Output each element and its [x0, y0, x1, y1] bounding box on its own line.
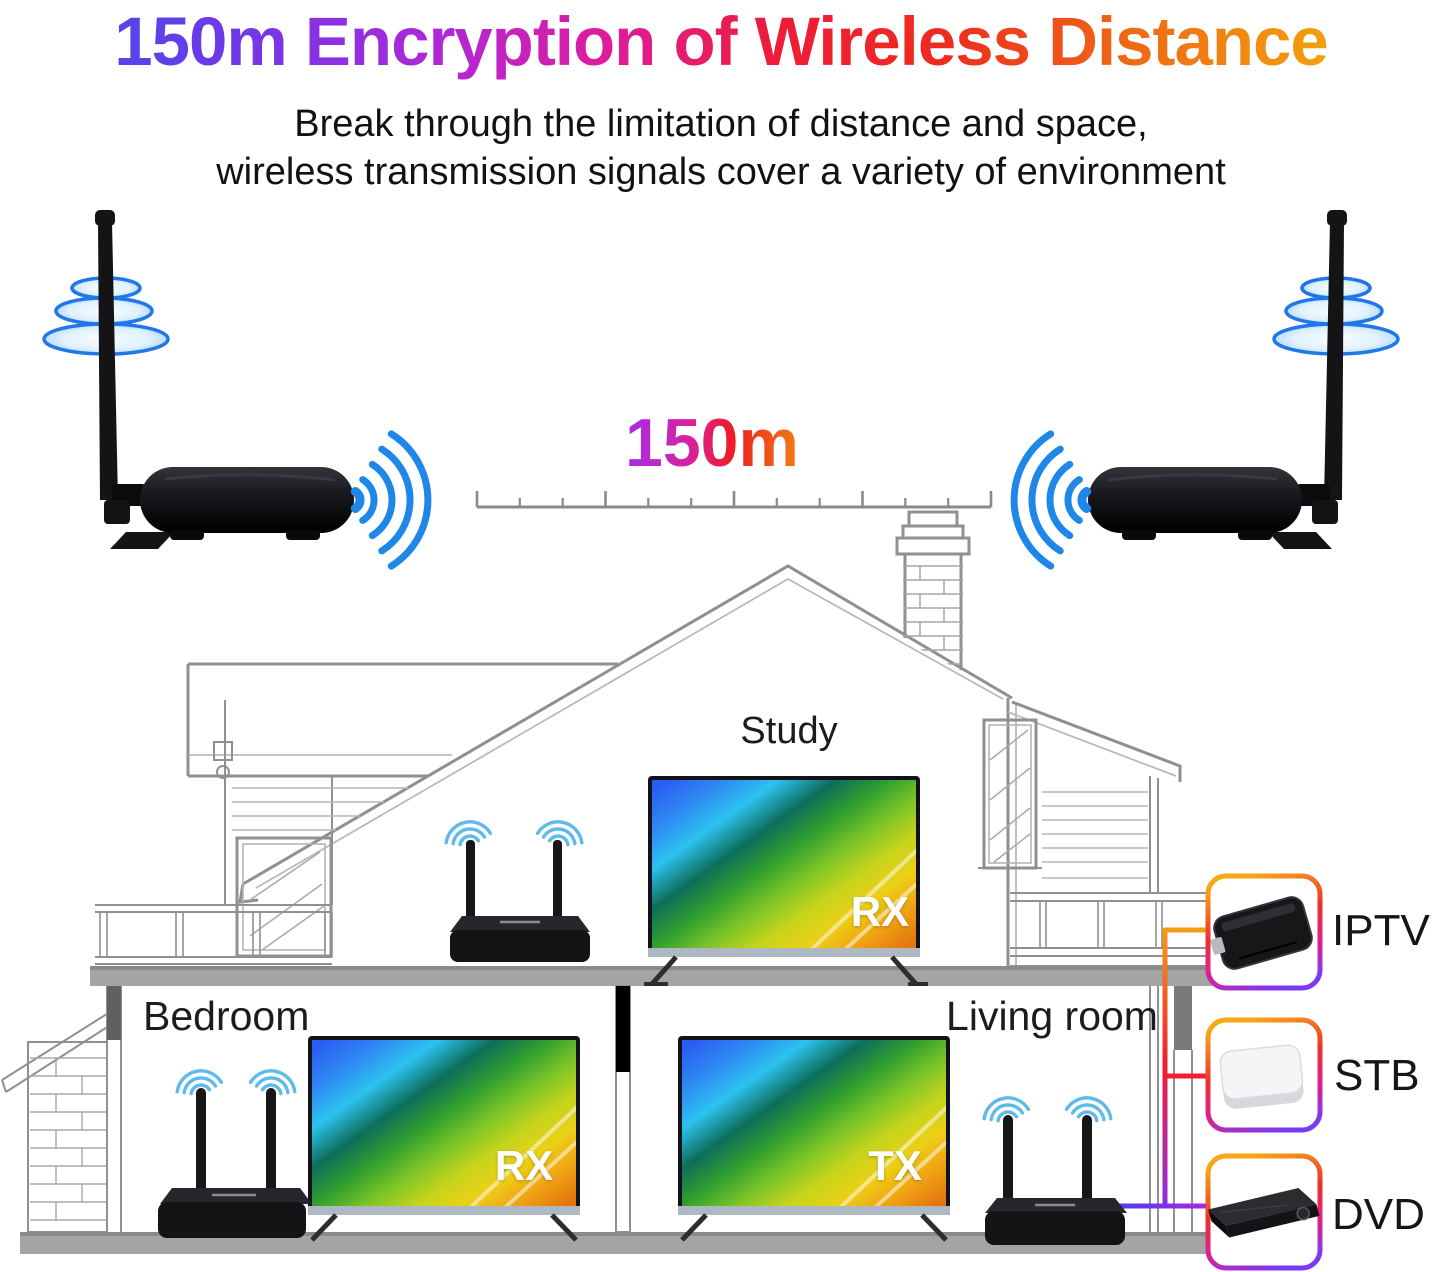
tv-badge-living-tx: TX: [868, 1142, 922, 1189]
distance-ruler: [475, 491, 993, 509]
receiver-unit: [1088, 210, 1400, 549]
source-wires: [1111, 927, 1211, 1209]
wire-iptv: [1162, 927, 1211, 1209]
floors: [20, 966, 1308, 1254]
router-bedroom: [158, 1065, 312, 1238]
subtitle: Break through the limitation of distance…: [216, 100, 1226, 196]
router-study: [441, 816, 590, 962]
transmitter-unit: [42, 210, 354, 549]
router-living: [979, 1092, 1127, 1245]
source-boxes: [1205, 873, 1323, 1271]
tv-badge-bedroom-rx: RX: [494, 1142, 554, 1189]
stb-device-icon: [1219, 1044, 1304, 1109]
room-label-bedroom: Bedroom: [143, 993, 310, 1039]
tv-study: [644, 776, 928, 986]
annex: [978, 700, 1182, 893]
dvd-device-icon: [1208, 1187, 1320, 1238]
subtitle-line-2: wireless transmission signals cover a va…: [216, 151, 1226, 193]
page-title: 150m Encryption of Wireless Distance: [114, 3, 1328, 80]
tv-bedroom: [308, 1036, 580, 1242]
subtitle-line-1: Break through the limitation of distance…: [294, 103, 1148, 145]
left-dormer: [186, 662, 618, 958]
balcony-railing: [95, 904, 333, 965]
source-label-iptv: IPTV: [1332, 906, 1430, 955]
wifi-waves-right-icon: [1010, 430, 1092, 570]
room-divider: [615, 985, 631, 1233]
iptv-device-icon: [1210, 896, 1313, 970]
room-label-living-room: Living room: [946, 993, 1158, 1039]
distance-label: 150m: [625, 405, 799, 481]
source-label-dvd: DVD: [1332, 1190, 1425, 1239]
brick-pillar: [1, 1011, 113, 1233]
source-label-stb: STB: [1334, 1051, 1420, 1100]
tv-living: [678, 1036, 950, 1242]
wifi-waves-left-icon: [350, 430, 432, 570]
room-label-study: Study: [740, 710, 838, 752]
chimney: [895, 510, 971, 670]
tv-badge-study-rx: RX: [850, 888, 910, 935]
